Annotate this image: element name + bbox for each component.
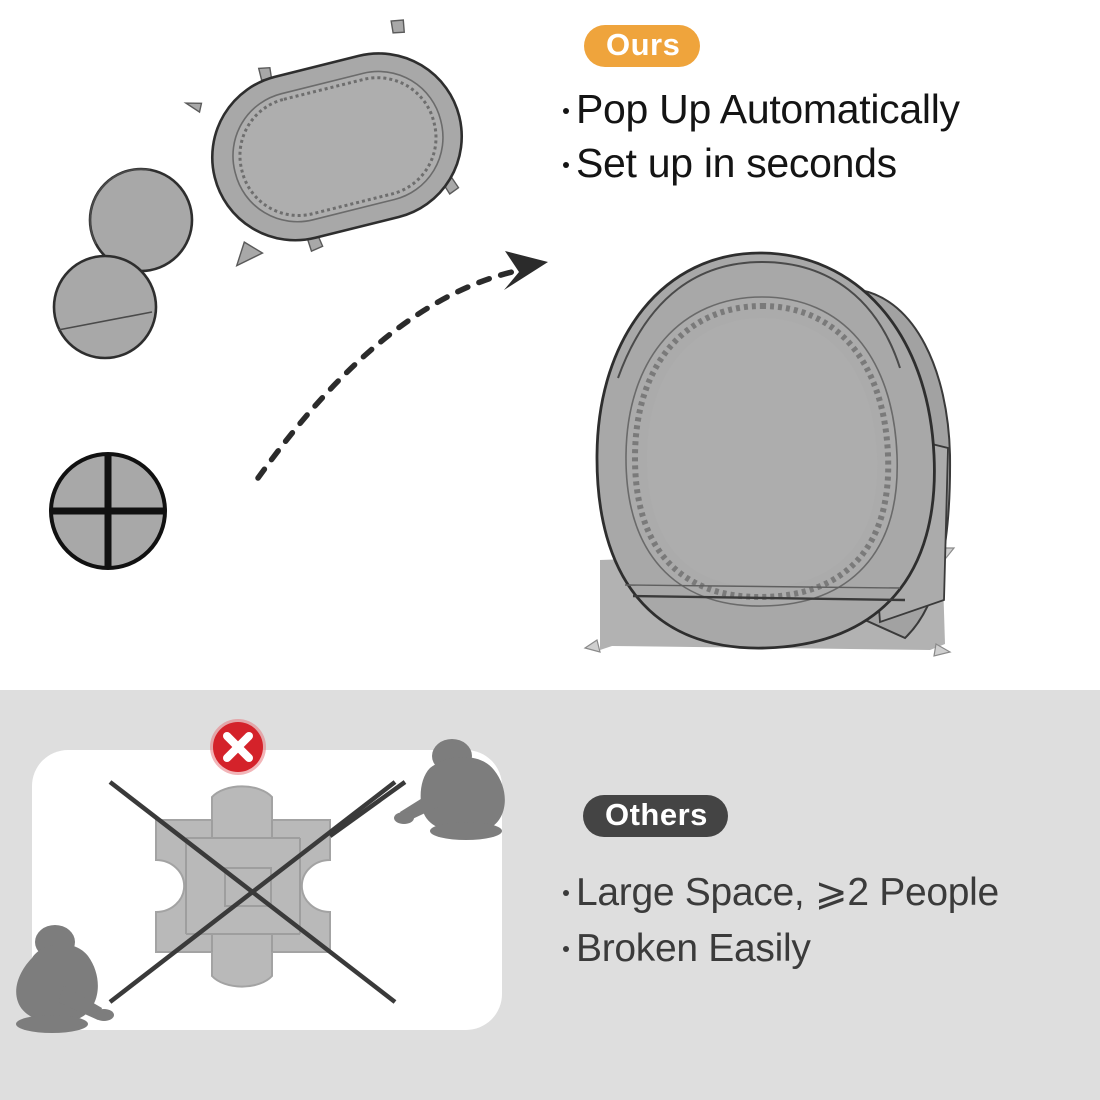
crossed-pole-circle: [49, 452, 167, 570]
others-badge: Others: [583, 795, 728, 837]
others-feature-label: Large Space, ⩾2 People: [576, 871, 999, 914]
popup-tent-assembled: [583, 251, 956, 657]
others-feature-item: Large Space, ⩾2 People: [563, 865, 999, 921]
dashed-curved-arrow: [255, 251, 548, 481]
ours-section: .gfill { fill:#a8a8a8; } .gfill2 { fill:…: [49, 19, 961, 657]
others-illustration-card: [32, 750, 502, 1030]
folded-tent-disc-upper: [88, 167, 194, 273]
others-feature-list: Large Space, ⩾2 People Broken Easily: [563, 865, 999, 977]
ours-feature-item: Pop Up Automatically: [563, 82, 960, 136]
ours-feature-label: Set up in seconds: [576, 140, 897, 186]
bullet-dot-icon: [563, 946, 569, 952]
bullet-dot-icon: [563, 890, 569, 896]
bullet-dot-icon: [563, 108, 569, 114]
bullet-dot-icon: [563, 162, 569, 168]
others-feature-item: Broken Easily: [563, 921, 999, 977]
ours-badge: Ours: [584, 25, 701, 67]
folded-tent-oval: [183, 19, 464, 267]
others-feature-label: Broken Easily: [576, 927, 811, 970]
ours-feature-list: Pop Up Automatically Set up in seconds: [563, 82, 960, 190]
ours-feature-label: Pop Up Automatically: [576, 86, 960, 132]
ours-feature-item: Set up in seconds: [563, 136, 960, 190]
others-section: Others Large Space, ⩾2 People Broken Eas…: [0, 690, 1100, 1100]
folded-tent-disc-lower: [52, 254, 158, 360]
